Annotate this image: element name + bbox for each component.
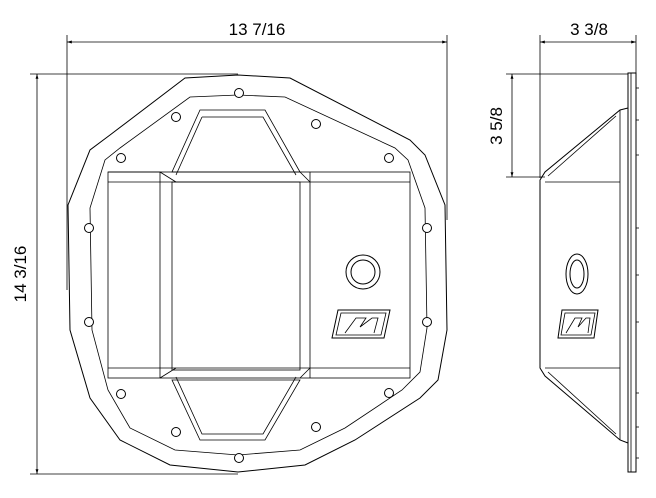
bolt-hole (116, 153, 126, 163)
fill-plug-outer (345, 254, 381, 290)
front-width-label: 13 7/16 (229, 20, 286, 39)
bottom-panel (171, 379, 301, 441)
bolt-hole (422, 317, 432, 327)
bolt-hole (384, 153, 394, 163)
front-height-label: 14 3/16 (11, 246, 30, 303)
bolt-hole (311, 422, 321, 432)
side-fill-plug-inner (569, 259, 585, 289)
bolt-hole (422, 223, 432, 233)
bolt-hole (234, 88, 244, 98)
dimension-side-depth: 3 3/8 (539, 20, 637, 178)
side-body (539, 107, 629, 444)
dimension-front-width: 13 7/16 (66, 20, 448, 290)
flange-ticks (636, 87, 639, 459)
bolt-hole (84, 317, 94, 327)
bolt-hole (84, 223, 94, 233)
bolt-hole (171, 427, 181, 437)
front-view (67, 74, 448, 473)
bolt-hole (311, 119, 321, 129)
side-flange-offset-label: 3 5/8 (487, 107, 506, 145)
bolt-holes (84, 88, 432, 463)
fill-plug-inner (350, 259, 376, 285)
bolt-hole (234, 453, 244, 463)
cover-outer-outline (67, 74, 448, 473)
dimension-side-flange-offset: 3 5/8 (487, 73, 628, 178)
bolt-hole (116, 389, 126, 399)
bolt-hole (171, 112, 181, 122)
cover-inner-outline (89, 94, 428, 456)
center-rib (171, 181, 301, 371)
side-flange (627, 72, 637, 473)
side-fill-plug-outer (565, 253, 589, 295)
center-panel (107, 171, 411, 379)
side-view (539, 72, 639, 473)
side-depth-label: 3 3/8 (570, 20, 608, 39)
side-logo-badge-icon (557, 309, 599, 339)
dimension-front-height: 14 3/16 (11, 73, 238, 475)
logo-badge-icon (331, 309, 391, 339)
bolt-hole (384, 388, 394, 398)
